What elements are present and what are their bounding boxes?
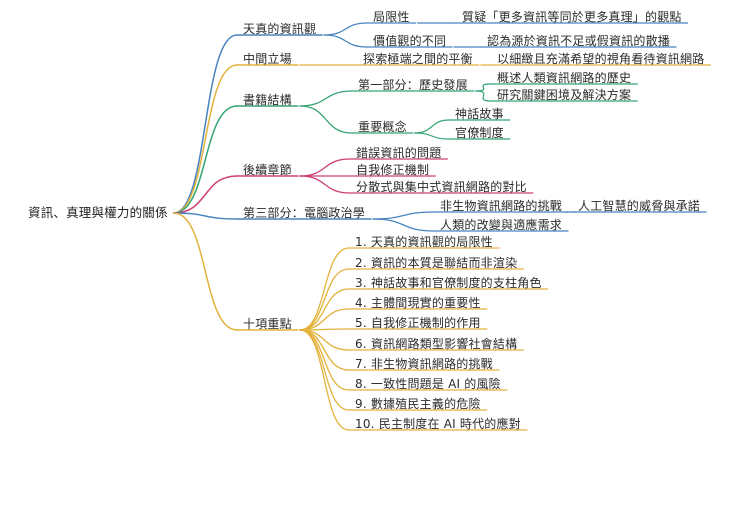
child-node-later-chapters-1[interactable]: 自我修正機制	[356, 163, 430, 177]
branch-node-later-chapters[interactable]: 後續章節	[243, 163, 292, 177]
leaf-node-book-structure-1-1[interactable]: 官僚制度	[455, 126, 504, 140]
list-item[interactable]: 10. 民主制度在 AI 時代的應對	[355, 417, 521, 431]
list-item[interactable]: 4. 主體間現實的重要性	[355, 296, 481, 310]
child-node-naive-view-1[interactable]: 價值觀的不同	[373, 34, 447, 48]
list-item[interactable]: 8. 一致性問題是 AI 的風險	[355, 377, 501, 391]
list-item[interactable]: 6. 資訊網路類型影響社會結構	[355, 337, 518, 351]
list-item[interactable]: 3. 神話故事和官僚制度的支柱角色	[355, 276, 542, 290]
leaf-node-middle-ground-0-0[interactable]: 以細緻且充滿希望的視角看待資訊網路	[497, 52, 705, 66]
list-item[interactable]: 2. 資訊的本質是聯結而非渲染	[355, 256, 518, 270]
leaf-node-naive-view-0-0[interactable]: 質疑「更多資訊等同於更多真理」的觀點	[462, 10, 682, 24]
leaf-node-book-structure-0-1[interactable]: 研究關鍵困境及解決方案	[497, 88, 632, 102]
branch-node-ten-points[interactable]: 十項重點	[243, 317, 292, 331]
child-node-naive-view-0[interactable]: 局限性	[373, 10, 410, 24]
child-node-part-three-0[interactable]: 非生物資訊網路的挑戰	[440, 199, 563, 213]
leaf-node-part-three-0-0[interactable]: 人工智慧的威脅與承諾	[578, 199, 701, 213]
child-node-part-three-1[interactable]: 人類的改變與適應需求	[440, 218, 563, 232]
list-item[interactable]: 5. 自我修正機制的作用	[355, 316, 481, 330]
list-item[interactable]: 1. 天真的資訊觀的局限性	[355, 235, 493, 249]
list-item[interactable]: 7. 非生物資訊網路的挑戰	[355, 357, 493, 371]
leaf-node-naive-view-1-0[interactable]: 認為源於資訊不足或假資訊的散播	[487, 34, 671, 48]
child-node-book-structure-0[interactable]: 第一部分：歷史發展	[358, 78, 468, 92]
branch-node-naive-view[interactable]: 天真的資訊觀	[243, 22, 317, 36]
child-node-middle-ground-0[interactable]: 探索極端之間的平衡	[363, 52, 473, 66]
list-item[interactable]: 9. 數據殖民主義的危險	[355, 397, 481, 411]
branch-node-middle-ground[interactable]: 中間立場	[243, 52, 292, 66]
branch-node-book-structure[interactable]: 書籍結構	[243, 93, 292, 107]
root-node[interactable]: 資訊、真理與權力的關係	[28, 205, 168, 220]
leaf-node-book-structure-0-0[interactable]: 概述人類資訊網路的歷史	[497, 71, 632, 85]
child-node-later-chapters-0[interactable]: 錯誤資訊的問題	[356, 146, 442, 160]
child-node-later-chapters-2[interactable]: 分散式與集中式資訊網路的對比	[356, 180, 527, 194]
leaf-node-book-structure-1-0[interactable]: 神話故事	[455, 107, 504, 121]
child-node-book-structure-1[interactable]: 重要概念	[358, 120, 407, 134]
branch-node-part-three[interactable]: 第三部分：電腦政治學	[243, 206, 366, 220]
